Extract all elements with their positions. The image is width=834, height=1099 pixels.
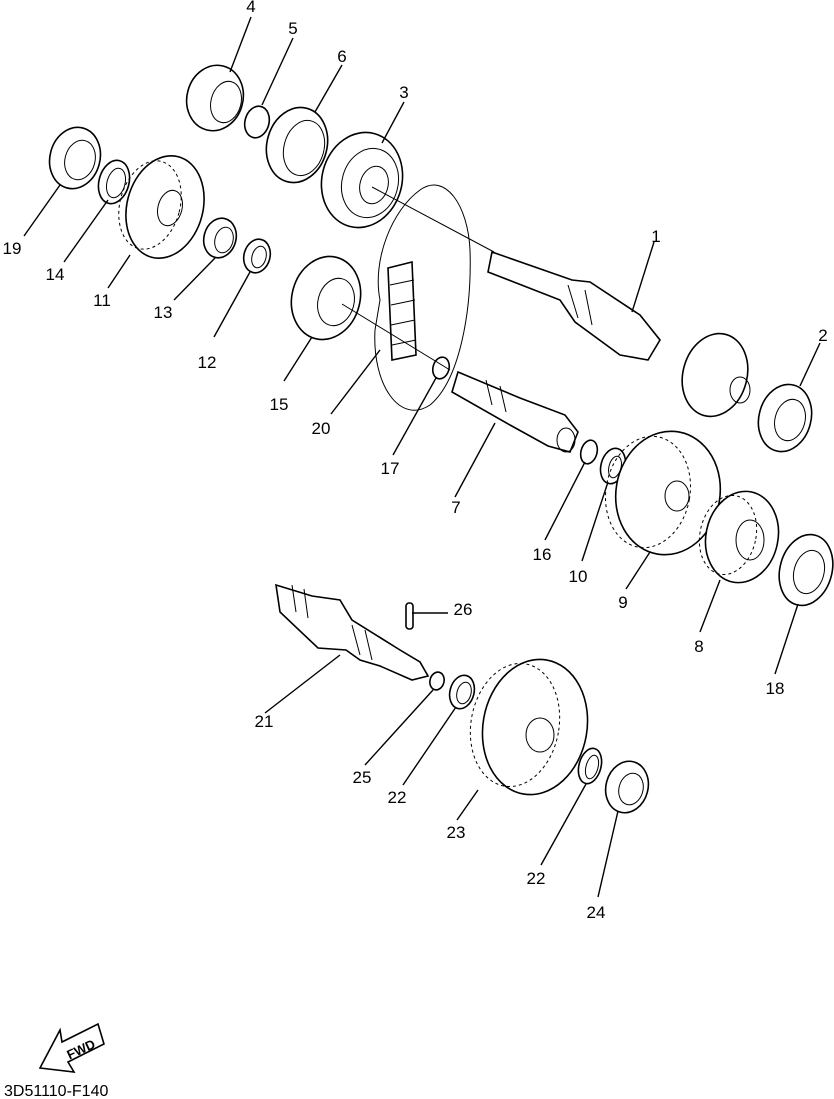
callout-19: 19 (3, 239, 22, 258)
callout-12: 12 (198, 353, 217, 372)
callout-8: 8 (694, 637, 703, 656)
part-25-collar (429, 671, 445, 691)
callout-11: 11 (93, 291, 111, 310)
callout-26: 24 (587, 903, 606, 922)
callout-20: 20 (312, 419, 331, 438)
callout-labels: 4 5 6 3 19 14 11 13 12 15 20 17 7 16 10 … (3, 0, 828, 922)
part-16-o-ring (579, 439, 599, 465)
fwd-arrow-icon: FWD (38, 1022, 105, 1073)
part-12-circlip (242, 238, 272, 274)
callout-18: 18 (766, 679, 785, 698)
part-11-gear (118, 155, 205, 259)
part-17-o-ring (431, 356, 451, 380)
part-2-bearing (757, 383, 813, 453)
part-18-bearing (778, 533, 834, 607)
diagram-code: 3D51110-F140 (4, 1083, 108, 1099)
part-14-washer (97, 159, 131, 205)
part-13-needle-bearing (202, 217, 238, 259)
callout-22-lower: 22 (527, 869, 546, 888)
callout-7: 7 (451, 498, 460, 517)
part-5-o-ring (243, 105, 271, 139)
callout-15: 15 (270, 395, 289, 414)
callout-17: 17 (381, 459, 400, 478)
leader-lines (23, 16, 821, 898)
part-26-needle-bearing (604, 760, 650, 814)
callout-25: 25 (353, 768, 372, 787)
part-4-oil-seal (185, 64, 245, 132)
callout-13: 13 (154, 303, 173, 322)
callout-22-upper: 22 (388, 788, 407, 807)
callout-24: 26 (454, 600, 473, 619)
part-6-oil-seal (265, 106, 329, 184)
callout-4: 4 (246, 0, 255, 16)
part-24-pin (405, 602, 414, 630)
part-23-gear (469, 658, 589, 796)
callout-14: 14 (46, 265, 65, 284)
callout-21: 21 (255, 712, 274, 731)
part-9-gear (605, 430, 722, 556)
part-1-main-shaft (487, 250, 751, 418)
centre-line-main (371, 186, 495, 253)
callout-1: 1 (651, 227, 660, 246)
callout-6: 6 (337, 47, 346, 66)
part-7-drive-axle (451, 370, 579, 453)
part-19-bearing (48, 126, 102, 190)
callout-3: 3 (399, 83, 408, 102)
callout-5: 5 (288, 19, 297, 38)
part-15-sprocket-hub (290, 255, 362, 341)
part-8-gear (698, 490, 780, 584)
centre-line-drive (341, 303, 451, 371)
callout-23: 23 (447, 823, 466, 842)
part-22-circlip-upper (448, 674, 476, 710)
callout-10: 10 (569, 567, 588, 586)
callout-2: 2 (818, 326, 827, 345)
callout-9: 9 (618, 593, 627, 612)
part-21-countershaft (275, 583, 430, 681)
part-3-bearing (320, 131, 404, 229)
part-22-circlip-lower (577, 747, 603, 785)
callout-16: 16 (533, 545, 552, 564)
part-20-chain (374, 184, 471, 411)
